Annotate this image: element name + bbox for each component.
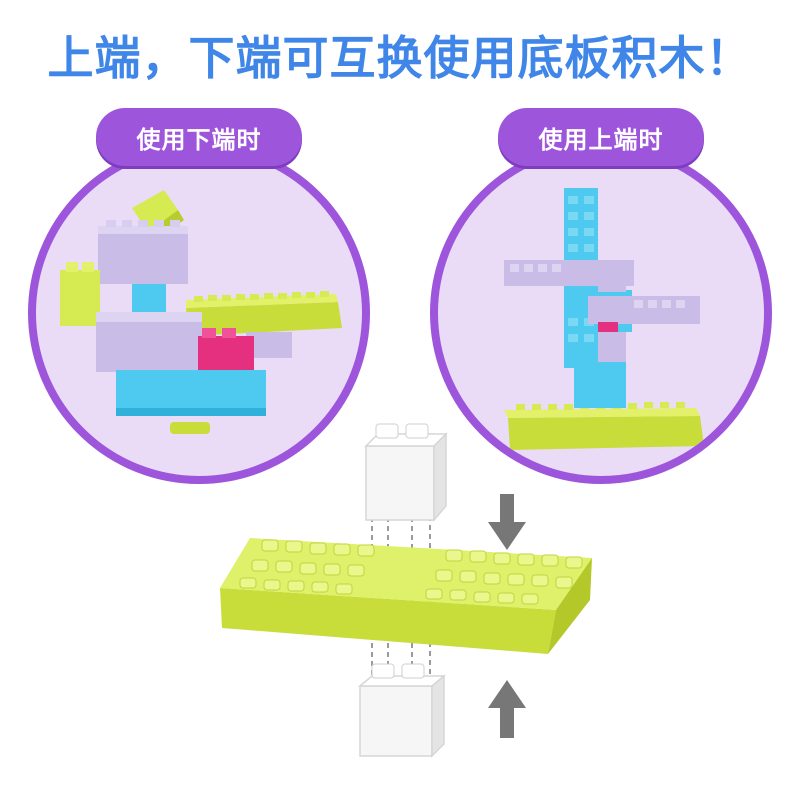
top-use-panel [430,142,772,484]
bottom-white-brick [357,663,447,758]
bottom-use-panel [28,142,370,484]
top-white-brick [364,423,448,523]
bird-model-illustration [60,190,342,434]
bottom-use-label: 使用下端时 [96,108,302,166]
headline: 上端，下端可互换使用底板积木！ [47,31,753,85]
arrow-down-icon [488,494,526,550]
top-use-label: 使用上端时 [498,108,704,166]
windmill-model-illustration [504,188,704,450]
lime-base-plate [220,538,592,654]
arrow-up-icon [488,680,526,738]
